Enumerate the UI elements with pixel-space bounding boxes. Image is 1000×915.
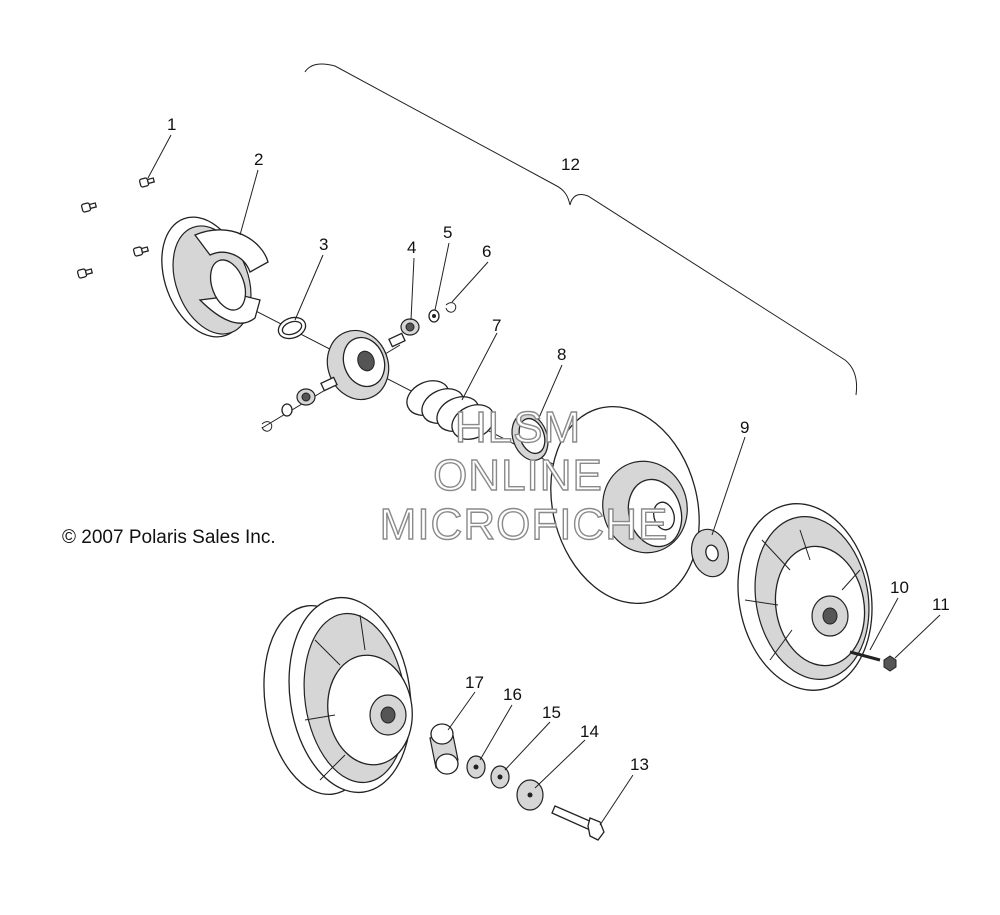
- spider-hub: [320, 329, 406, 401]
- watermark: HLSM ONLINE MICROFICHE: [379, 402, 669, 549]
- callout-labels: 1 2 3 4 5 6 7 8 9 10 11 12 13 14 15 16 1…: [167, 115, 950, 774]
- driven-sheave-lower: [263, 596, 413, 796]
- screw-part-1: [76, 177, 156, 279]
- callout-10: 10: [890, 578, 909, 597]
- copyright-notice: © 2007 Polaris Sales Inc.: [62, 527, 276, 548]
- callout-4: 4: [407, 238, 416, 257]
- cover-part-2: [161, 216, 269, 338]
- callout-15: 15: [542, 703, 561, 722]
- washer-part-5: [428, 309, 440, 323]
- moveable-sheave: [550, 405, 700, 605]
- seal-part-8: [511, 413, 549, 461]
- watermark-line-1: HLSM: [455, 403, 581, 452]
- callout-17: 17: [465, 673, 484, 692]
- clip-part-6: [445, 302, 457, 313]
- callout-2: 2: [254, 150, 263, 169]
- callout-11: 11: [932, 595, 950, 614]
- roller-lower: [261, 388, 316, 432]
- fixed-sheave-right: [737, 503, 873, 691]
- snap-ring-part-3: [277, 316, 307, 340]
- leader-lines: [147, 134, 941, 826]
- callout-16: 16: [503, 685, 522, 704]
- washer-part-9: [690, 528, 730, 578]
- callout-6: 6: [482, 242, 491, 261]
- callout-12: 12: [561, 155, 580, 174]
- callout-3: 3: [319, 235, 328, 254]
- washer-part-15: [490, 765, 510, 789]
- washer-part-16: [466, 755, 486, 779]
- nut-part-11: [883, 655, 897, 672]
- callout-13: 13: [630, 755, 649, 774]
- callout-14: 14: [580, 722, 599, 741]
- washer-part-14: [516, 779, 544, 811]
- bolt-part-10: [849, 650, 881, 662]
- spring-part-7: [406, 380, 495, 440]
- callout-7: 7: [492, 316, 501, 335]
- callout-8: 8: [557, 345, 566, 364]
- callout-9: 9: [740, 418, 749, 437]
- bolt-part-13: [551, 805, 605, 841]
- bushing-part-17: [429, 723, 459, 775]
- watermark-line-3: MICROFICHE: [380, 500, 669, 549]
- callout-5: 5: [443, 223, 452, 242]
- callout-1: 1: [167, 115, 176, 134]
- watermark-line-2: ONLINE: [433, 451, 603, 500]
- assembly-bracket: [304, 63, 858, 396]
- roller-part-4: [400, 318, 420, 336]
